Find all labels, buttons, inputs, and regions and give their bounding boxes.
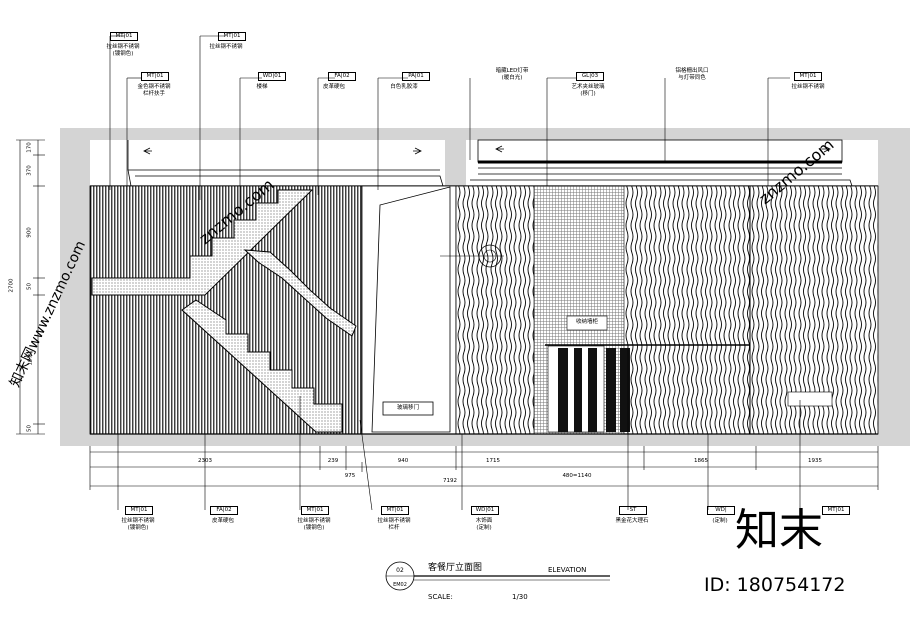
callout-note: 木饰面 (定制) [475,518,493,531]
top-callout: MT|01 拉丝钢不锈钢 (镀钢色) [95,32,151,58]
bottom-callout: MT|01 拉丝钢不锈钢 (镀钢色) [286,506,342,532]
drawing-title-cn: 客餐厅立面图 [428,561,482,573]
callout-note: 皮革硬包 [211,518,234,524]
top-callout: 铝格栅出风口 与灯带同色 [664,68,720,82]
drawing-title-block: 02 EM02 客餐厅立面图 ELEVATION SCALE: 1/30 [385,561,610,601]
dimension-label: 2303 [198,458,212,464]
callout-note: 暗藏LED灯带 (暖白光) [495,68,529,81]
dimension-label: 50 [26,425,33,432]
callout-note: 铝格栅出风口 与灯带同色 [675,68,709,81]
leader-lines [109,35,801,511]
top-callout: 暗藏LED灯带 (暖白光) [484,68,540,82]
top-callout: MT|01 拉丝钢不锈钢 [780,72,836,91]
bottom-callout: MT|01 拉丝钢不锈钢 (镀钢色) [110,506,166,532]
vertical-dimension-chain [16,139,45,435]
dimension-label: 975 [344,473,356,479]
dimension-label: 1865 [694,458,708,464]
callout-code-box: MT|01 [110,32,138,41]
dimension-label: 50 [26,283,33,290]
scale-label: SCALE: [428,593,453,601]
scale-value: 1/30 [512,593,528,601]
bottom-callout: FA|02 皮革硬包 [198,506,248,525]
callout-code-box: MT|01 [822,506,850,515]
top-callout: FA|02 皮革硬包 [312,72,356,91]
callout-code-box: MT|01 [218,32,246,41]
callout-note: 金色钢不锈钢 栏杆扶手 [137,84,171,97]
callout-note: (定制) [712,518,728,524]
drawing-title-en: ELEVATION [548,566,586,574]
watermark-id: ID: 180754172 [704,574,845,596]
bottom-callout: WD| (定制) [698,506,742,525]
callout-code-box: GL|03 [576,72,604,81]
wave-wall-panel [440,185,879,435]
top-callout: GL|03 艺术夹丝玻璃 (移门) [560,72,616,98]
callout-code-box: WD|01 [471,506,499,515]
callout-code-box: PA|01 [402,72,430,81]
callout-note: 黑金花大理石 [615,518,649,524]
callout-code-box: FA|02 [328,72,356,81]
callout-note: 皮革硬包 [322,84,345,90]
callout-code-box: MT|01 [141,72,169,81]
hatch-panel-label: 收纳墙柜 [575,319,598,325]
door-panel-label: 玻璃移门 [396,405,419,411]
bottom-callout: WD|01 木饰面 (定制) [456,506,512,532]
callout-note: 白色乳胶漆 [390,84,418,90]
top-callout: MT|01 金色钢不锈钢 栏杆扶手 [126,72,182,98]
callout-code-box: ST [619,506,647,515]
callout-note: 拉丝钢不锈钢 (镀钢色) [297,518,331,531]
callout-note: 拉丝钢不锈钢 (镀钢色) [121,518,155,531]
dimension-label: 170 [26,142,33,153]
callout-note: 艺术夹丝玻璃 (移门) [571,84,605,97]
dimension-label: 239 [327,458,339,464]
bottom-callout: MT|01 [810,506,860,515]
callout-note: 拉丝钢不锈钢 [209,44,243,50]
watermark-brand: 知末 [735,505,823,556]
dimension-total: 7192 [443,478,457,484]
top-callout: PA|01 白色乳胶漆 [376,72,432,91]
dimension-label: 900 [26,227,33,238]
dimension-label: 1715 [486,458,500,464]
bottom-callout: MT|01 拉丝钢不锈钢 栏杆 [366,506,422,532]
callout-code-box: FA|02 [210,506,238,515]
bottom-callout: ST 黑金花大理石 [604,506,660,525]
dimension-label: 1070 [27,351,34,366]
landing-stair-flight [243,249,357,337]
callout-note: 拉丝钢不锈钢 栏杆 [377,518,411,531]
callout-code-box: WD|01 [258,72,286,81]
horizontal-dimension-chain [89,446,879,490]
callout-code-box: WD| [707,506,735,515]
upper-stair-flight [91,189,314,296]
lower-stair-flight [181,299,343,433]
dimension-label: 480=1140 [562,473,592,479]
top-callout: WD|01 楼梯 [240,72,286,91]
callout-code-box: MT|01 [301,506,329,515]
callout-code-box: MT|01 [125,506,153,515]
callout-note: 拉丝钢不锈钢 (镀钢色) [106,44,140,57]
callout-note: 拉丝钢不锈钢 [791,84,825,90]
dimension-label: 940 [397,458,409,464]
dimension-label: 1935 [808,458,822,464]
sheet-reference: EM02 [393,582,407,588]
white-wall-section [361,185,457,435]
drawing-number: 02 [396,567,404,574]
callout-code-box: MT|01 [381,506,409,515]
top-callout: MT|01 拉丝钢不锈钢 [198,32,254,51]
callout-note: 楼梯 [256,84,268,90]
dimension-label: 370 [26,165,33,176]
stair-wall-panel [89,185,363,435]
dimension-total: 2700 [8,278,15,293]
callout-code-box: MT|01 [794,72,822,81]
